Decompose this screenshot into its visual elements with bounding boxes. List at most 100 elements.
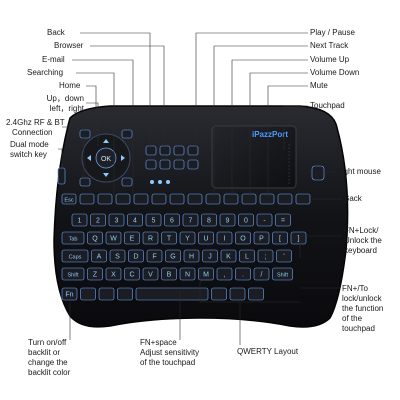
key[interactable] xyxy=(183,249,200,263)
key[interactable] xyxy=(105,267,122,281)
right-mouse-key[interactable] xyxy=(311,165,325,181)
key-label: ' xyxy=(283,254,284,261)
key[interactable] xyxy=(198,231,214,245)
key-label: Q xyxy=(92,236,98,243)
key[interactable] xyxy=(290,231,307,245)
key[interactable] xyxy=(61,193,77,205)
key[interactable] xyxy=(142,267,159,281)
key[interactable] xyxy=(165,249,181,263)
key[interactable] xyxy=(87,267,103,281)
pgdn-key[interactable] xyxy=(121,177,133,187)
callout-next-track: Next Track xyxy=(310,41,349,50)
key[interactable] xyxy=(229,287,246,301)
key[interactable] xyxy=(275,213,291,227)
key[interactable] xyxy=(220,249,237,263)
key[interactable] xyxy=(272,231,288,245)
key[interactable] xyxy=(169,193,185,205)
dual-mode-switch[interactable] xyxy=(57,167,66,185)
key[interactable] xyxy=(241,193,257,205)
dpad[interactable]: OK xyxy=(81,133,131,183)
callout-qwerty: QWERTY Layout xyxy=(237,347,299,356)
key[interactable] xyxy=(182,213,199,227)
key[interactable] xyxy=(259,193,275,205)
key[interactable] xyxy=(248,287,264,301)
key[interactable] xyxy=(80,287,96,301)
key[interactable] xyxy=(117,287,133,301)
connection-key[interactable] xyxy=(79,177,91,187)
key[interactable] xyxy=(253,267,270,281)
key[interactable] xyxy=(256,213,273,227)
key[interactable] xyxy=(238,213,254,227)
key[interactable] xyxy=(295,193,311,205)
key[interactable] xyxy=(115,193,131,205)
callout-fnto: FN+/To lock/unlock the function of the t… xyxy=(342,284,383,334)
key[interactable] xyxy=(146,249,163,263)
key[interactable] xyxy=(205,193,221,205)
callout-touchpad: Touchpad xyxy=(310,101,345,110)
key-label: 7 xyxy=(189,218,193,225)
key[interactable] xyxy=(216,267,233,281)
key[interactable] xyxy=(202,249,218,263)
key[interactable] xyxy=(161,267,177,281)
key[interactable] xyxy=(201,213,217,227)
key[interactable] xyxy=(179,267,196,281)
key[interactable] xyxy=(97,193,113,205)
key[interactable] xyxy=(90,213,106,227)
key[interactable] xyxy=(223,193,239,205)
home-key[interactable] xyxy=(79,129,91,139)
key[interactable] xyxy=(133,193,149,205)
key[interactable] xyxy=(142,231,159,245)
key[interactable] xyxy=(161,231,177,245)
key[interactable] xyxy=(135,287,209,301)
key[interactable] xyxy=(91,249,107,263)
key[interactable] xyxy=(216,231,233,245)
key[interactable] xyxy=(272,267,293,281)
key[interactable] xyxy=(198,267,214,281)
key[interactable] xyxy=(109,249,126,263)
key[interactable] xyxy=(239,249,255,263)
key[interactable] xyxy=(124,231,140,245)
key[interactable] xyxy=(128,249,144,263)
key[interactable] xyxy=(235,267,251,281)
key[interactable] xyxy=(98,287,115,301)
key[interactable] xyxy=(235,231,251,245)
key-label: V xyxy=(148,272,153,279)
key[interactable] xyxy=(179,231,196,245)
key[interactable] xyxy=(127,213,143,227)
callout-searching: Searching xyxy=(27,68,64,77)
key[interactable] xyxy=(87,231,103,245)
key[interactable] xyxy=(187,193,203,205)
key[interactable] xyxy=(276,249,292,263)
key-label: C xyxy=(129,272,134,279)
callout-connection-line2: Connection xyxy=(12,128,53,137)
key[interactable] xyxy=(61,287,78,301)
callout-fnspace-line3: of the touchpad xyxy=(140,358,196,367)
key[interactable] xyxy=(145,213,162,227)
key-label: Z xyxy=(93,272,98,279)
touchpad[interactable]: iPazzPort xyxy=(211,125,297,189)
key[interactable] xyxy=(61,249,89,263)
key[interactable] xyxy=(61,267,85,281)
callout-home: Home xyxy=(59,81,81,90)
key[interactable] xyxy=(164,213,180,227)
key-label: Shift xyxy=(67,273,78,279)
key[interactable] xyxy=(219,213,236,227)
key[interactable] xyxy=(61,231,85,245)
callout-play-pause: Play / Pause xyxy=(310,28,355,37)
key-label: Tab xyxy=(69,237,78,243)
key[interactable] xyxy=(257,249,274,263)
key-label: B xyxy=(167,272,172,279)
key[interactable] xyxy=(105,231,122,245)
key[interactable] xyxy=(277,193,293,205)
key[interactable] xyxy=(211,287,227,301)
key[interactable] xyxy=(151,193,167,205)
key[interactable] xyxy=(253,231,270,245)
key[interactable] xyxy=(108,213,125,227)
key[interactable] xyxy=(71,213,88,227)
key[interactable] xyxy=(79,193,95,205)
key[interactable] xyxy=(124,267,140,281)
callout-volume-up: Volume Up xyxy=(310,55,350,64)
key-label: 2 xyxy=(96,218,100,225)
search-key[interactable] xyxy=(121,129,133,139)
ok-button[interactable]: OK xyxy=(101,156,111,163)
